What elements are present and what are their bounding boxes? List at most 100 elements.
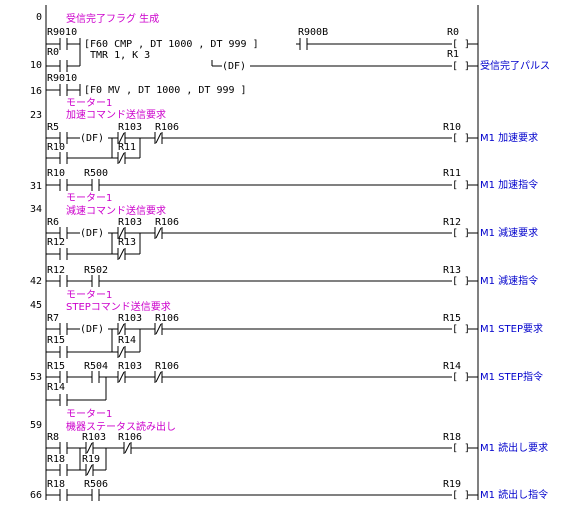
coil-symbol: [ ] (452, 324, 470, 335)
df-instruction: (DF) (222, 61, 246, 72)
step-34: 34 (30, 204, 42, 215)
coil-label: R1 (447, 49, 459, 60)
contact-label: R103 (118, 361, 142, 372)
side-comment: M1 減速指令 (480, 274, 538, 287)
comment-step-request: STEPコマンド送信要求 (66, 300, 171, 313)
contact-label: R502 (84, 265, 108, 276)
contact-label: R14 (47, 382, 65, 393)
rung-16: R9010 [F0 MV , DT 1000 , DT 999 ] (46, 73, 247, 96)
contact-label: R18 (47, 479, 65, 490)
df-instruction: (DF) (80, 324, 104, 335)
coil-label: R15 (443, 313, 461, 324)
side-comment: M1 読出し指令 (480, 488, 548, 501)
coil-label: R10 (443, 122, 461, 133)
side-comment: 受信完了パルス (480, 59, 550, 72)
contact-label: R7 (47, 313, 59, 324)
coil-symbol: [ ] (452, 372, 470, 383)
step-10: 10 (30, 60, 42, 71)
coil-label: R19 (443, 479, 461, 490)
contact-label: R18 (47, 454, 65, 465)
coil-symbol: [ ] (452, 276, 470, 287)
rung-comments: 受信完了フラグ 生成 モーター1 加速コマンド送信要求 モーター1 減速コマンド… (66, 12, 176, 433)
contact-label: R19 (82, 454, 100, 465)
rung-0: R9010 [F60 CMP , DT 1000 , DT 999 ] R900… (46, 27, 550, 72)
rung-45: R7 (DF) R103 R106 R15 [ ] M1 STEP要求 R15 … (46, 313, 543, 358)
contact-label: R15 (47, 361, 65, 372)
coil-label: R13 (443, 265, 461, 276)
rung-23: R5 (DF) R103 R106 R10 [ ] M1 加速要求 R10 R1… (46, 122, 538, 164)
side-comment: M1 減速要求 (480, 226, 538, 239)
side-comment: M1 読出し要求 (480, 441, 548, 454)
coil-symbol: [ ] (452, 39, 470, 50)
contact-label: R5 (47, 122, 59, 133)
contact-label: R13 (118, 237, 136, 248)
rung-34: R6 (DF) R103 R106 R12 [ ] M1 減速要求 R12 R1… (46, 217, 538, 260)
contact-label: R15 (47, 335, 65, 346)
contact-label: R106 (118, 432, 142, 443)
comment-rung-0: 受信完了フラグ 生成 (66, 12, 159, 25)
cmp-instruction: [F60 CMP , DT 1000 , DT 999 ] (84, 39, 259, 50)
df-instruction: (DF) (80, 228, 104, 239)
rung-59: R8 R103 R106 R18 [ ] M1 読出し要求 R18 R19 (46, 432, 548, 476)
comment-status-read: 機器ステータス読み出し (66, 420, 176, 433)
comment-motor1-a: モーター1 (66, 97, 112, 109)
step-31: 31 (30, 181, 42, 192)
contact-label: R103 (118, 313, 142, 324)
side-comment: M1 加速指令 (480, 178, 538, 191)
comment-motor1-b: モーター1 (66, 192, 112, 204)
coil-symbol: [ ] (452, 133, 470, 144)
df-instruction: (DF) (80, 133, 104, 144)
mv-instruction: [F0 MV , DT 1000 , DT 999 ] (84, 85, 247, 96)
contact-label: R10 (47, 142, 65, 153)
coil-label: R14 (443, 361, 461, 372)
step-0: 0 (36, 12, 42, 23)
contact-label: R11 (118, 142, 136, 153)
contact-label: R12 (47, 265, 65, 276)
step-42: 42 (30, 276, 42, 287)
contact-label: R103 (118, 217, 142, 228)
coil-label: R12 (443, 217, 461, 228)
step-16: 16 (30, 86, 42, 97)
contact-label: R500 (84, 168, 108, 179)
step-45: 45 (30, 300, 42, 311)
contact-label: R106 (155, 122, 179, 133)
step-23: 23 (30, 110, 42, 121)
contact-label: R103 (82, 432, 106, 443)
contact-label: R9010 (47, 27, 77, 38)
coil-label: R18 (443, 432, 461, 443)
rung-53: R15 R504 R103 R106 R14 [ ] M1 STEP指令 R14 (46, 361, 543, 406)
rung-66: R18 R506 R19 [ ] M1 読出し指令 (46, 479, 548, 501)
coil-label: R11 (443, 168, 461, 179)
side-comment: M1 STEP指令 (480, 370, 543, 383)
side-comment: M1 加速要求 (480, 132, 538, 144)
contact-label: R506 (84, 479, 108, 490)
contact-label: R8 (47, 432, 59, 443)
comment-decel-request: 減速コマンド送信要求 (66, 204, 166, 217)
side-comment: M1 STEP要求 (480, 323, 543, 335)
contact-label: R6 (47, 217, 59, 228)
coil-symbol: [ ] (452, 180, 470, 191)
coil-symbol: [ ] (452, 61, 470, 72)
step-numbers: 0 10 16 23 31 34 42 45 53 59 66 (30, 12, 42, 501)
contact-label: R103 (118, 122, 142, 133)
step-53: 53 (30, 372, 42, 383)
step-66: 66 (30, 490, 42, 501)
comment-motor1-c: モーター1 (66, 289, 112, 301)
tmr-instruction: TMR 1, K 3 (90, 50, 150, 61)
coil-symbol: [ ] (452, 443, 470, 454)
rung-31: R10 R500 R11 [ ] M1 加速指令 (46, 168, 538, 191)
contact-label: R106 (155, 313, 179, 324)
contact-label: R106 (155, 217, 179, 228)
step-59: 59 (30, 420, 42, 431)
comment-motor1-d: モーター1 (66, 408, 112, 420)
comment-accel-request: 加速コマンド送信要求 (66, 108, 166, 121)
coil-symbol: [ ] (452, 490, 470, 501)
contact-label: R106 (155, 361, 179, 372)
contact-label: R9010 (47, 73, 77, 84)
coil-label: R0 (447, 27, 459, 38)
contact-label: R10 (47, 168, 65, 179)
rung-42: R12 R502 R13 [ ] M1 減速指令 (46, 265, 538, 287)
contact-label: R0 (47, 47, 59, 58)
contact-label: R900B (298, 27, 328, 38)
